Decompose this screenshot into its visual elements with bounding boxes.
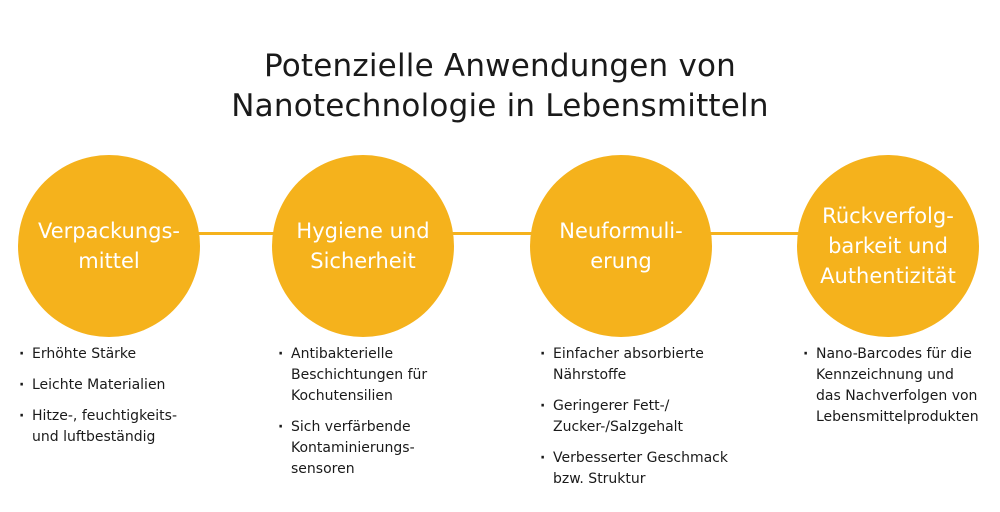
circle-neuformulierung: Neuformuli- erung: [530, 155, 712, 337]
list-item: Hitze-, feuchtigkeits- und luftbeständig: [18, 406, 258, 448]
bullet-list-neuformulierung: Einfacher absorbierte Nährstoffe Geringe…: [539, 344, 779, 500]
list-item: Antibakterielle Beschichtungen für Kochu…: [277, 344, 517, 407]
circle-rueckverfolgbarkeit: Rückverfolg- barkeit und Authentizität: [797, 155, 979, 337]
title-line-2: Nanotechnologie in Lebensmitteln: [231, 88, 769, 124]
bullet-list-hygiene-sicherheit: Antibakterielle Beschichtungen für Kochu…: [277, 344, 517, 490]
list-item: Einfacher absorbierte Nährstoffe: [539, 344, 779, 386]
circle-label: Hygiene und Sicherheit: [296, 219, 430, 273]
page-title: Potenzielle Anwendungen von Nanotechnolo…: [0, 46, 1000, 126]
circle-hygiene-sicherheit: Hygiene und Sicherheit: [272, 155, 454, 337]
list-item: Verbesserter Geschmack bzw. Struktur: [539, 448, 779, 490]
circle-verpackungsmittel: Verpackungs- mittel: [18, 155, 200, 337]
list-item: Geringerer Fett-/ Zucker-/Salzgehalt: [539, 396, 779, 438]
connector-line: [120, 232, 890, 235]
list-item: Nano-Barcodes für die Kennzeichnung und …: [802, 344, 1000, 428]
list-item: Erhöhte Stärke: [18, 344, 258, 365]
circle-label: Neuformuli- erung: [559, 219, 683, 273]
circle-label: Verpackungs- mittel: [37, 219, 181, 273]
circle-label: Rückverfolg- barkeit und Authentizität: [820, 204, 956, 288]
bullet-list-rueckverfolgbarkeit: Nano-Barcodes für die Kennzeichnung und …: [802, 344, 1000, 438]
list-item: Sich verfärbende Kontaminierungs- sensor…: [277, 417, 517, 480]
title-line-1: Potenzielle Anwendungen von: [263, 48, 737, 84]
list-item: Leichte Materialien: [18, 375, 258, 396]
bullet-list-verpackungsmittel: Erhöhte Stärke Leichte Materialien Hitze…: [18, 344, 258, 458]
